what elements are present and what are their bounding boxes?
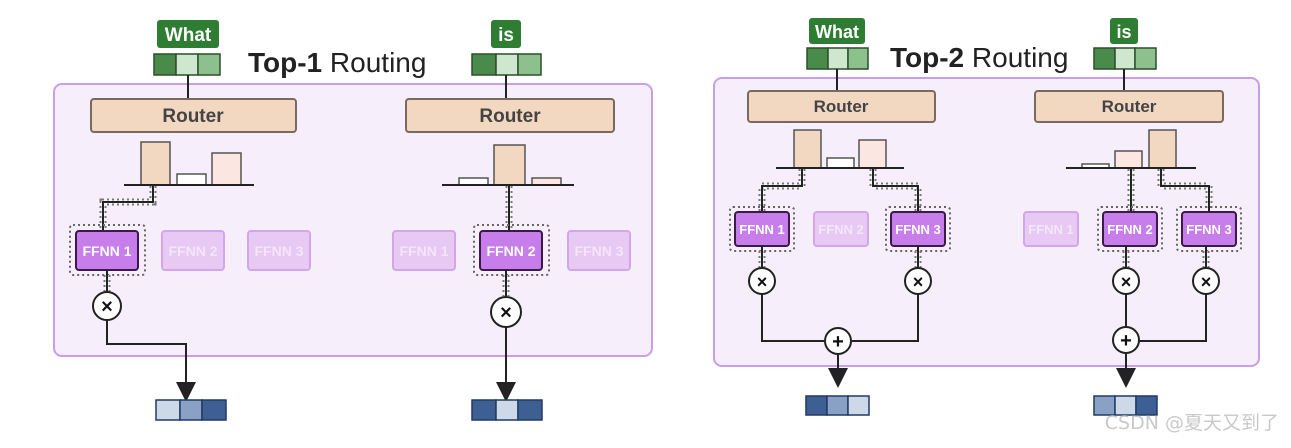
expert-box-inactive: [1023, 211, 1079, 247]
router-box: [405, 98, 615, 133]
expert-label: FFNN 2: [487, 243, 536, 259]
expert-label: FFNN 2: [818, 222, 864, 237]
top1-panel: Top-1 Routing What Router: [53, 20, 653, 421]
expert-box-active: [479, 230, 543, 271]
prob-bar: [493, 144, 526, 186]
prob-bar: [211, 152, 242, 186]
multiply-symbol: ×: [913, 272, 924, 292]
multiply-symbol: ×: [500, 302, 512, 324]
expert-label: FFNN 3: [895, 222, 941, 237]
top1-group-is: is Router FFNN 1: [392, 20, 631, 421]
expert-label: FFNN 1: [400, 243, 449, 259]
output-vector: [471, 399, 543, 421]
token-label: What: [165, 25, 212, 46]
multiply-symbol: ×: [101, 296, 113, 318]
router-probabilities: [1066, 129, 1196, 169]
prob-bar: [458, 177, 489, 186]
top1-group-what: What Router: [69, 20, 311, 421]
token-embedding: [1093, 47, 1157, 70]
expert-box-inactive: [161, 230, 225, 271]
token-embedding: [806, 47, 869, 70]
expert-label: FFNN 3: [255, 243, 304, 259]
router-box: [90, 98, 297, 133]
prob-bar: [140, 141, 171, 186]
token-label: What: [815, 22, 859, 42]
token-badge: [1110, 18, 1138, 44]
multiply-symbol: ×: [757, 272, 768, 292]
token-label: is: [498, 25, 514, 46]
router-box: [1034, 90, 1224, 123]
multiply-symbol: ×: [1121, 272, 1132, 292]
prob-bar: [1148, 129, 1177, 169]
router-box: [747, 90, 936, 123]
router-label: Router: [479, 106, 541, 127]
top2-group-what: What Router: [729, 18, 951, 416]
router-label: Router: [1102, 97, 1157, 116]
output-vector: [805, 395, 870, 416]
router-label: Router: [814, 97, 869, 116]
expert-box-active: [1181, 211, 1237, 247]
expert-label: FFNN 2: [169, 243, 218, 259]
token-label: is: [1116, 22, 1131, 42]
expert-box-inactive: [392, 230, 456, 271]
expert-label: FFNN 3: [1186, 222, 1232, 237]
prob-bar: [1114, 150, 1143, 169]
watermark: CSDN @夏天又到了: [1104, 412, 1279, 434]
top2-panel: Top-2 Routing What Router: [713, 18, 1260, 416]
prob-bar: [793, 129, 822, 169]
expert-label: FFNN 2: [1107, 222, 1153, 237]
token-badge: [809, 18, 865, 44]
add-symbol: +: [832, 331, 844, 353]
prob-bar: [531, 177, 562, 186]
expert-label: FFNN 1: [1028, 222, 1074, 237]
router-label: Router: [162, 106, 224, 127]
token-badge: [491, 20, 521, 48]
token-badge: [157, 20, 219, 48]
output-vector: [155, 399, 227, 421]
expert-box-inactive: [813, 211, 869, 247]
expert-label: FFNN 1: [739, 222, 785, 237]
router-probabilities: [442, 144, 574, 186]
expert-box-active: [1102, 211, 1158, 247]
prob-bar: [858, 139, 887, 169]
prob-bar: [176, 173, 207, 186]
token-embedding: [471, 53, 542, 76]
top2-group-is: is Router: [1023, 18, 1242, 416]
prob-bar: [826, 157, 855, 169]
add-symbol: +: [1120, 330, 1132, 352]
expert-box-inactive: [247, 230, 311, 271]
expert-label: FFNN 3: [575, 243, 624, 259]
expert-box-inactive: [567, 230, 631, 271]
router-probabilities: [776, 129, 904, 169]
multiply-symbol: ×: [1201, 272, 1212, 292]
expert-label: FFNN 1: [83, 243, 132, 259]
router-probabilities: [124, 141, 254, 186]
top1-title: Top-1 Routing: [248, 47, 426, 78]
token-embedding: [153, 53, 221, 76]
top2-title: Top-2 Routing: [890, 42, 1068, 73]
output-vector: [1093, 395, 1158, 416]
